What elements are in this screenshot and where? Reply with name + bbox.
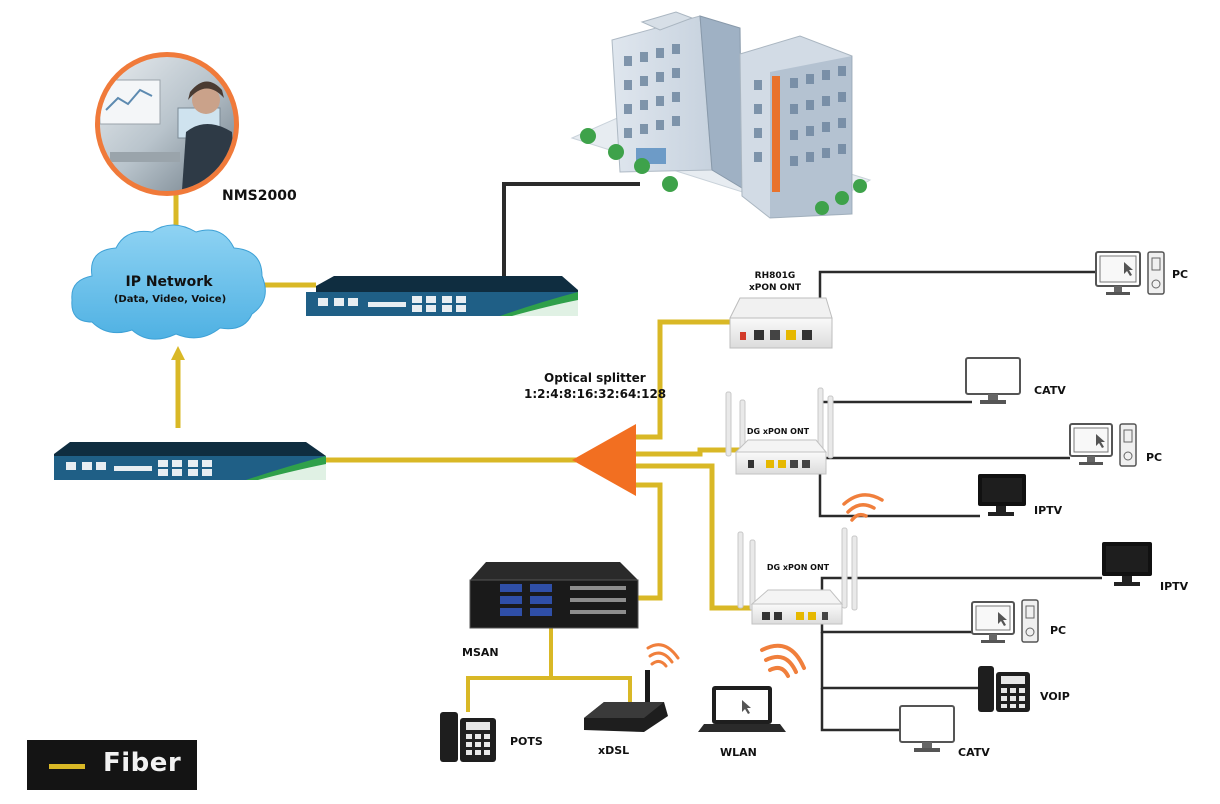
msan-device: MSAN xyxy=(462,562,639,659)
pc-1-label: PC xyxy=(1172,268,1188,281)
legend: Fiber xyxy=(27,740,197,790)
tv-icon: CATV xyxy=(965,357,1066,404)
link-rh801g-to-pc xyxy=(818,270,1096,300)
pc-3-label: PC xyxy=(1050,624,1066,637)
enterprise-building xyxy=(570,11,872,219)
pc-icon: PC xyxy=(971,599,1066,643)
link-dg2-to-pc xyxy=(820,616,972,634)
splitter-triangle xyxy=(572,424,636,496)
tv-icon: IPTV xyxy=(1102,542,1189,593)
catv-2-label: CATV xyxy=(958,746,990,759)
wlan-laptop-icon: WLAN xyxy=(698,686,786,759)
iptv-2-label: IPTV xyxy=(1160,580,1189,593)
wlan-label: WLAN xyxy=(720,746,757,759)
splitter-ratio: 1:2:4:8:16:32:64:128 xyxy=(524,387,666,401)
voip-label: VOIP xyxy=(1040,690,1070,703)
nms2000-node: NMS2000 xyxy=(95,52,297,204)
pots-label: POTS xyxy=(510,735,543,748)
xdsl-modem: xDSL xyxy=(584,670,668,757)
link-dg2-to-catv xyxy=(820,688,900,732)
ip-network-subtitle: (Data, Video, Voice) xyxy=(114,294,226,305)
iptv-1-label: IPTV xyxy=(1034,504,1063,517)
rh801g-ont: RH801G xPON ONT xyxy=(729,271,833,349)
tv-icon: CATV xyxy=(899,705,990,759)
olt-main xyxy=(54,442,326,480)
link-dg2-to-iptv xyxy=(820,576,1102,606)
olt-top xyxy=(306,276,578,316)
fiber-legend-label: Fiber xyxy=(103,748,182,778)
catv-1-label: CATV xyxy=(1034,384,1066,397)
fiber-splitter-to-dg-ont-2 xyxy=(636,463,760,611)
splitter-title: Optical splitter xyxy=(544,371,646,385)
rh801g-type-label: xPON ONT xyxy=(749,283,802,293)
copper-links xyxy=(502,182,1102,732)
pc-2-label: PC xyxy=(1146,451,1162,464)
msan-label: MSAN xyxy=(462,646,499,659)
optical-splitter: Optical splitter 1:2:4:8:16:32:64:128 xyxy=(524,371,666,496)
msan-links xyxy=(466,628,632,712)
ip-network-cloud: IP Network (Data, Video, Voice) xyxy=(71,224,266,340)
tv-icon: IPTV xyxy=(978,474,1063,517)
dg-ont-2-label: DG xPON ONT xyxy=(767,563,830,572)
link-dg2-to-voip xyxy=(820,632,978,690)
pots-phone-icon: POTS xyxy=(440,712,543,762)
dg-ont-1-label: DG xPON ONT xyxy=(747,427,810,436)
dg-ont-1: DG xPON ONT xyxy=(725,387,834,475)
voip-phone-icon: VOIP xyxy=(978,666,1070,712)
pc-icon: PC xyxy=(1095,251,1188,295)
arrow-up-icon xyxy=(171,346,185,360)
link-dg1-to-catv xyxy=(818,400,972,448)
fiber-splitter-to-rh801g xyxy=(634,319,730,440)
xdsl-label: xDSL xyxy=(598,744,629,757)
wifi-icon xyxy=(842,493,884,522)
dg-ont-2: DG xPON ONT xyxy=(737,527,858,625)
fiber-splitter-to-dg-ont-1 xyxy=(636,447,744,457)
link-dg1-to-iptv xyxy=(818,468,980,518)
link-olt-to-building xyxy=(502,182,640,282)
fiber-splitter-to-msan xyxy=(634,482,663,601)
fiber-links xyxy=(173,192,760,611)
rh801g-model-label: RH801G xyxy=(755,271,796,281)
ip-network-title: IP Network xyxy=(125,274,213,290)
nms-label: NMS2000 xyxy=(222,188,297,204)
cloud-shape xyxy=(71,224,266,340)
pc-icon: PC xyxy=(1069,423,1162,467)
link-msan-to-pots-xdsl xyxy=(466,676,632,712)
wifi-icon xyxy=(646,643,680,668)
fiber-legend-swatch xyxy=(49,764,85,769)
wifi-icon xyxy=(760,643,806,678)
